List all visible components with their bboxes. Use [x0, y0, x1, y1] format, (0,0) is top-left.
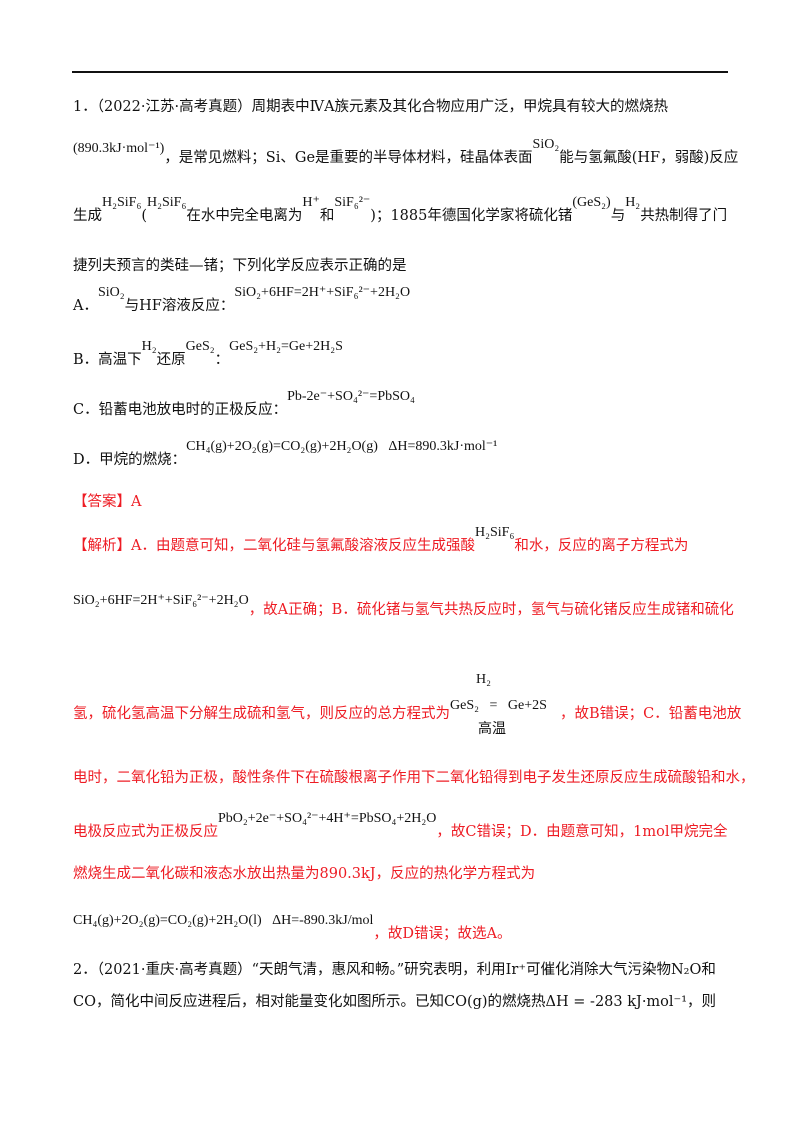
text: 与	[610, 208, 626, 224]
analysis-line-1: 【解析】A．由题意可知，二氧化硅与氢氟酸溶液反应生成强酸H₂SiF₆和水，反应的…	[73, 525, 689, 557]
text: (	[141, 208, 148, 224]
formula: SiO₂	[532, 137, 560, 152]
analysis-line-4: 电时，二氧化铅为正极，酸性条件下在硫酸根离子作用下二氧化铅得到电子发生还原反应生…	[73, 768, 755, 788]
text: ，故D错误；故选A。	[373, 926, 512, 942]
text: 电时，二氧化铅为正极，酸性条件下在硫酸根离子作用下二氧化铅得到电子发生还原反应生…	[73, 770, 755, 786]
reaction-condition-equation: H₂ GeS₂ = Ge+2S 高温	[450, 672, 560, 737]
q1-line-2: (890.3kJ·mol⁻¹)，是常见燃料；Si、Ge是重要的半导体材料，硅晶体…	[73, 137, 739, 169]
text: 铅蓄电池放电时的正极反应：	[98, 402, 288, 418]
analysis-line-6: 燃烧生成二氧化碳和液态水放出热量为890.3kJ，反应的热化学方程式为	[73, 864, 535, 884]
formula: SiF₆²⁻	[334, 195, 371, 210]
text: ，故A正确；B．硫化锗与氢气共热反应时，氢气与硫化锗反应生成锗和硫化	[248, 602, 734, 618]
formula: H₂SiF₆	[474, 525, 515, 540]
formula: H₂	[625, 195, 641, 210]
text: 和	[319, 208, 335, 224]
q1-line-1: 1．（2022·江苏·高考真题）周期表中ⅣA族元素及其化合物应用广泛，甲烷具有较…	[73, 97, 668, 117]
text: 电极反应式为正极反应	[73, 824, 218, 840]
text: CO，简化中间反应进程后，相对能量变化如图所示。已知CO(g)的燃烧热ΔH = …	[73, 994, 717, 1010]
text: 生成	[73, 208, 102, 224]
analysis-line-7: CH₄(g)+2O₂(g)=CO₂(g)+2H₂O(l) ΔH=-890.3kJ…	[73, 913, 512, 945]
text: )；1885年德国化学家将硫化锗	[370, 208, 573, 224]
option-d[interactable]: D．甲烷的燃烧：CH₄(g)+2O₂(g)=CO₂(g)+2H₂O(g) ΔH=…	[73, 439, 497, 471]
formula: CH₄(g)+2O₂(g)=CO₂(g)+2H₂O(l) ΔH=-890.3kJ…	[73, 913, 374, 928]
text: 捷列夫预言的类硅—锗；下列化学反应表示正确的是	[73, 258, 407, 274]
formula: SiO₂+6HF=2H⁺+SiF₆²⁻+2H₂O	[73, 593, 249, 608]
q1-stem: 1．（2022·江苏·高考真题）周期表中ⅣA族元素及其化合物应用广泛，甲烷具有较…	[73, 99, 669, 115]
option-label: D．	[73, 452, 100, 468]
analysis-line-5: 电极反应式为正极反应PbO₂+2e⁻+SO₄²⁻+4H⁺=PbSO₄+2H₂O，…	[73, 811, 728, 843]
q1-line-3: 生成H₂SiF₆(H₂SiF₆在水中完全电离为H⁺和SiF₆²⁻)；1885年德…	[73, 195, 728, 227]
answer-text: 【答案】A	[73, 494, 142, 510]
formula: H₂SiF₆	[147, 195, 187, 210]
option-b[interactable]: B．高温下H₂还原GeS₂：GeS₂+H₂=Ge+2H₂S	[73, 339, 343, 371]
formula: H⁺	[302, 195, 320, 210]
text: 共热制得了门	[640, 208, 728, 224]
text: 与HF溶液反应：	[124, 298, 235, 314]
q2-line-1: 2．（2021·重庆·高考真题）“天朗气清，惠风和畅。”研究表明，利用Ir⁺可催…	[73, 960, 716, 980]
option-label: C．	[73, 402, 99, 418]
text: ：	[214, 352, 230, 368]
text: 氢，硫化氢高温下分解生成硫和氢气，则反应的总方程式为	[73, 706, 450, 722]
q2-stem: 2．（2021·重庆·高考真题）“天朗气清，惠风和畅。”研究表明，利用Ir⁺可催…	[73, 962, 716, 978]
condition: 高温	[478, 722, 506, 737]
option-a[interactable]: A．SiO₂与HF溶液反应：SiO₂+6HF=2H⁺+SiF₆²⁻+2H₂O	[73, 285, 410, 317]
answer: 【答案】A	[73, 492, 141, 512]
text: 燃烧生成二氧化碳和液态水放出热量为890.3kJ，反应的热化学方程式为	[73, 866, 536, 882]
formula: CH₄(g)+2O₂(g)=CO₂(g)+2H₂O(g) ΔH=890.3kJ·…	[186, 439, 498, 454]
option-c[interactable]: C．铅蓄电池放电时的正极反应：Pb-2e⁻+SO₄²⁻=PbSO₄	[73, 389, 415, 421]
text: 在水中完全电离为	[186, 208, 303, 224]
text: 【解析】A．由题意可知，二氧化硅与氢氟酸溶液反应生成强酸	[73, 538, 475, 554]
formula: PbO₂+2e⁻+SO₄²⁻+4H⁺=PbSO₄+2H₂O	[218, 811, 437, 826]
formula: H₂	[476, 672, 491, 687]
text: ，故C错误；D．由题意可知，1mol甲烷完全	[436, 824, 728, 840]
formula: H₂SiF₆	[102, 195, 142, 210]
formula: GeS₂+H₂=Ge+2H₂S	[229, 339, 343, 354]
text: 能与氢氟酸(HF，弱酸)反应	[559, 150, 739, 166]
option-label: B．	[73, 352, 99, 368]
formula: SiO₂+6HF=2H⁺+SiF₆²⁻+2H₂O	[234, 285, 411, 300]
q1-line-4: 捷列夫预言的类硅—锗；下列化学反应表示正确的是	[73, 256, 407, 276]
text: ，是常见燃料；Si、Ge是重要的半导体材料，硅晶体表面	[164, 150, 533, 166]
formula: Pb-2e⁻+SO₄²⁻=PbSO₄	[287, 389, 415, 404]
formula: GeS₂ = Ge+2S	[450, 698, 547, 713]
formula: SiO₂	[97, 285, 125, 300]
text: 高温下	[98, 352, 142, 368]
formula: H₂	[141, 339, 157, 354]
text: 和水，反应的离子方程式为	[514, 538, 689, 554]
formula: GeS₂	[185, 339, 215, 354]
analysis-line-2: SiO₂+6HF=2H⁺+SiF₆²⁻+2H₂O，故A正确；B．硫化锗与氢气共热…	[73, 593, 734, 621]
header-rule	[72, 71, 728, 73]
formula: (890.3kJ·mol⁻¹)	[73, 141, 165, 156]
analysis-line-3: 氢，硫化氢高温下分解生成硫和氢气，则反应的总方程式为 H₂ GeS₂ = Ge+2S…	[73, 672, 742, 737]
text: ，故B错误；C．铅蓄电池放	[560, 706, 742, 722]
formula: (GeS₂)	[572, 195, 611, 210]
q2-line-2: CO，简化中间反应进程后，相对能量变化如图所示。已知CO(g)的燃烧热ΔH = …	[73, 992, 716, 1012]
text: 还原	[156, 352, 186, 368]
text: 甲烷的燃烧：	[99, 452, 187, 468]
option-label: A．	[73, 298, 98, 314]
